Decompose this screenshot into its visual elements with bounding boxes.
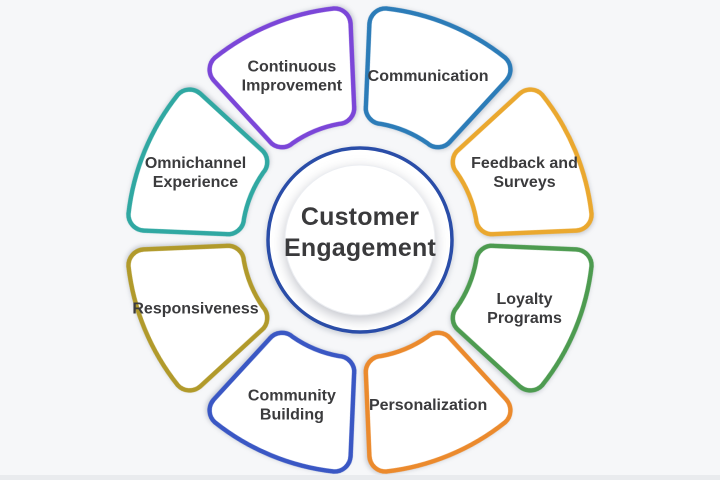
segment-personalization — [363, 330, 513, 474]
segment-communication — [363, 6, 513, 150]
segment-continuous-improvement — [207, 6, 357, 150]
segment-label-personalization: Personalization — [369, 397, 487, 414]
segment-responsiveness — [126, 243, 270, 393]
segment-wedges — [126, 6, 594, 474]
segment-label-responsiveness: Responsiveness — [132, 301, 258, 318]
bottom-edge-strip — [0, 475, 720, 480]
segment-label-communication: Communication — [368, 68, 489, 85]
center-inner-circle — [284, 164, 436, 316]
segment-feedback-and-surveys — [450, 87, 594, 237]
segment-loyalty-programs — [450, 243, 594, 393]
segment-community-building — [207, 330, 357, 474]
segment-omnichannel-experience — [126, 87, 270, 237]
